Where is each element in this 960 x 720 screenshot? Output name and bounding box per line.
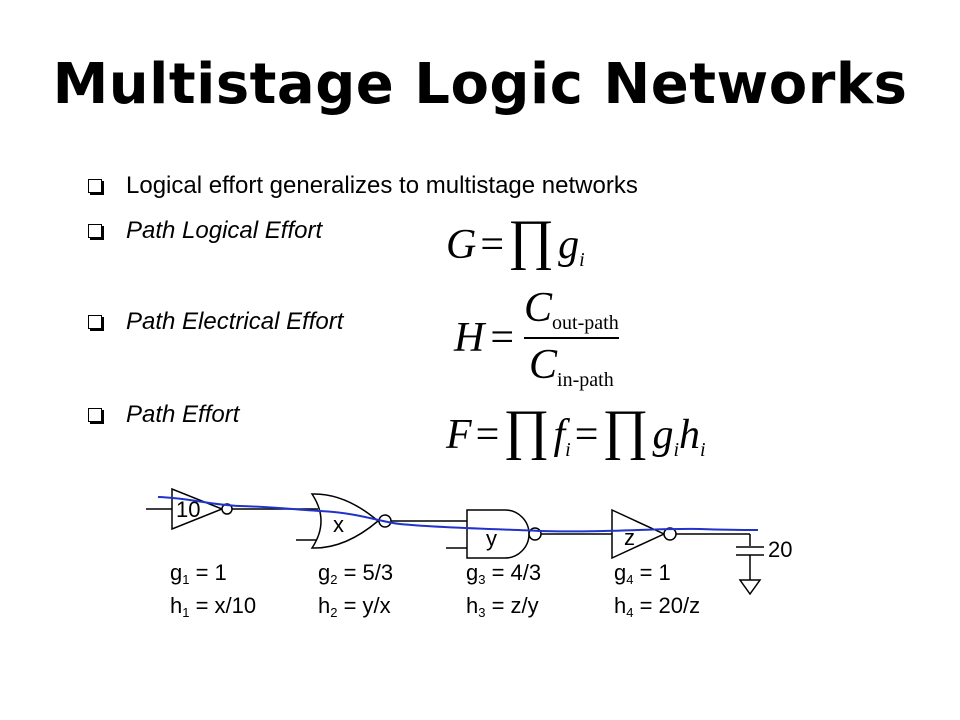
stage-annotation-2: g2 = 5/3 h2 = y/x (318, 560, 394, 620)
product-symbol: ∏ (508, 209, 555, 271)
inverter-gate-4 (611, 508, 666, 560)
equation-path-logical-effort: G = ∏ gi (446, 209, 585, 271)
equation-path-electrical-effort: H = Cout-path Cin-path (454, 285, 619, 391)
bullet-generalizes: Logical effort generalizes to multistage… (88, 172, 638, 200)
product-symbol: ∏ (503, 399, 550, 461)
bullet-text: Path Electrical Effort (126, 308, 344, 335)
checkbox-bullet-icon (88, 224, 102, 238)
checkbox-bullet-icon (88, 408, 102, 422)
stage-annotation-3: g3 = 4/3 h3 = z/y (466, 560, 542, 620)
bullet-path-effort: Path Effort (88, 401, 239, 429)
nor-gate (310, 493, 380, 549)
gate-label-4: z (624, 525, 635, 550)
checkbox-bullet-icon (88, 315, 102, 329)
checkbox-bullet-icon (88, 179, 102, 193)
stage-annotation-1: g1 = 1 h1 = x/10 (170, 560, 257, 620)
fraction: Cout-path Cin-path (524, 285, 619, 391)
product-symbol: ∏ (602, 399, 649, 461)
bullet-text: Path Effort (126, 401, 240, 428)
bullet-path-logical-effort: Path Logical Effort (88, 217, 322, 245)
nand-gate (466, 509, 530, 559)
slide-title: Multistage Logic Networks (52, 52, 908, 117)
bullet-text: Path Logical Effort (126, 217, 323, 244)
stage-annotation-4: g4 = 1 h4 = 20/z (614, 560, 701, 620)
load-label: 20 (768, 537, 792, 562)
gate-label-2: x (333, 512, 344, 537)
gate-label-3: y (486, 526, 497, 551)
gate-label-1: 10 (176, 497, 200, 522)
bullet-text: Logical effort generalizes to multistage… (126, 172, 638, 199)
ground-icon (738, 579, 762, 596)
critical-path-line (157, 496, 759, 533)
equation-path-effort: F = ∏ fi = ∏ gihi (446, 399, 706, 461)
bullet-path-electrical-effort: Path Electrical Effort (88, 308, 343, 336)
